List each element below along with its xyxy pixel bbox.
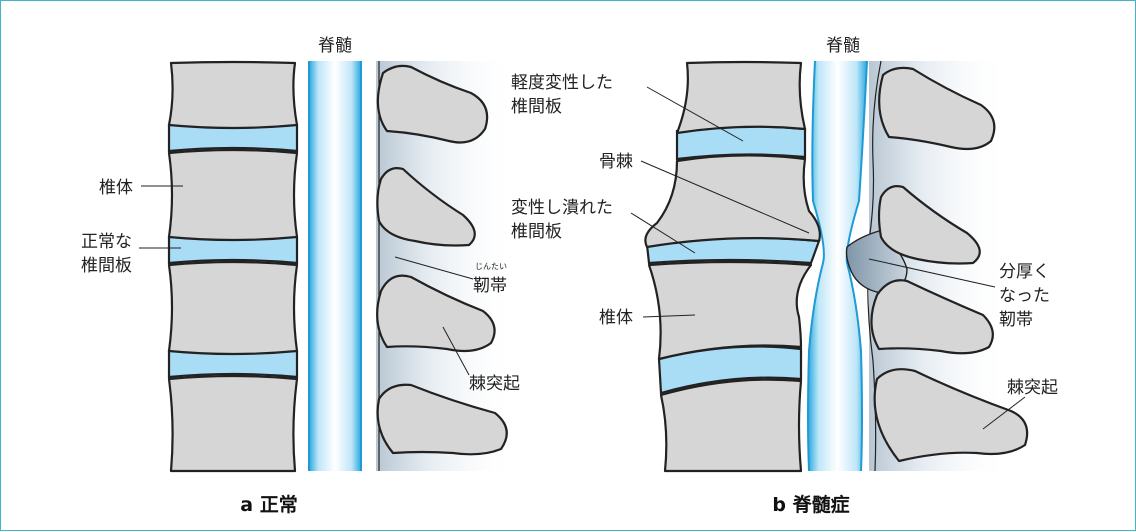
disc-label-a-2: 椎間板: [81, 256, 132, 276]
mild-disc-label-1: 軽度変性した: [511, 73, 613, 93]
vertebra-body: [649, 262, 811, 359]
vertebra-label-b: 椎体: [599, 308, 633, 328]
mild-disc-label-2: 椎間板: [511, 97, 562, 117]
vertebra-body: [677, 62, 805, 133]
thick-ligament-label-2: なった: [999, 286, 1050, 306]
caption-a: a 正常: [240, 493, 297, 516]
cord-label-a: 脊髄: [318, 36, 352, 56]
disc-label-a-1: 正常な: [81, 232, 132, 252]
spinal-cord: [309, 61, 361, 471]
spinous-label-a: 棘突起: [469, 374, 520, 394]
vertebra-body: [645, 155, 820, 247]
crushed-disc-label-1: 変性し潰れた: [511, 198, 613, 218]
ligament-label-a: 靭帯: [473, 276, 507, 296]
vertebra-body: [661, 380, 801, 471]
cord-label-b: 脊髄: [826, 36, 860, 56]
panel-a: 脊髄 椎体 正常な 椎間板 じんたい 靭帯 棘突起 a 正常: [81, 36, 520, 516]
spinous-label-b: 棘突起: [1007, 378, 1058, 398]
osteophyte-label: 骨棘: [599, 152, 633, 172]
vertebra-body: [169, 62, 297, 128]
panel-b: 脊髄 軽度変性した 椎間板 骨棘 変性し潰れた 椎間板 椎体 分厚く なった 靭…: [511, 36, 1058, 516]
crushed-disc-label-2: 椎間板: [511, 222, 562, 242]
thick-ligament-label-3: 靭帯: [999, 310, 1033, 330]
caption-b: b 脊髄症: [772, 493, 849, 516]
vertebra-body: [169, 262, 297, 354]
ligament-ruby-a: じんたい: [475, 262, 507, 271]
vertebra-body: [169, 376, 297, 471]
vertebra-label-a: 椎体: [99, 178, 133, 198]
thick-ligament-label-1: 分厚く: [999, 262, 1050, 282]
vertebra-body: [169, 150, 297, 240]
